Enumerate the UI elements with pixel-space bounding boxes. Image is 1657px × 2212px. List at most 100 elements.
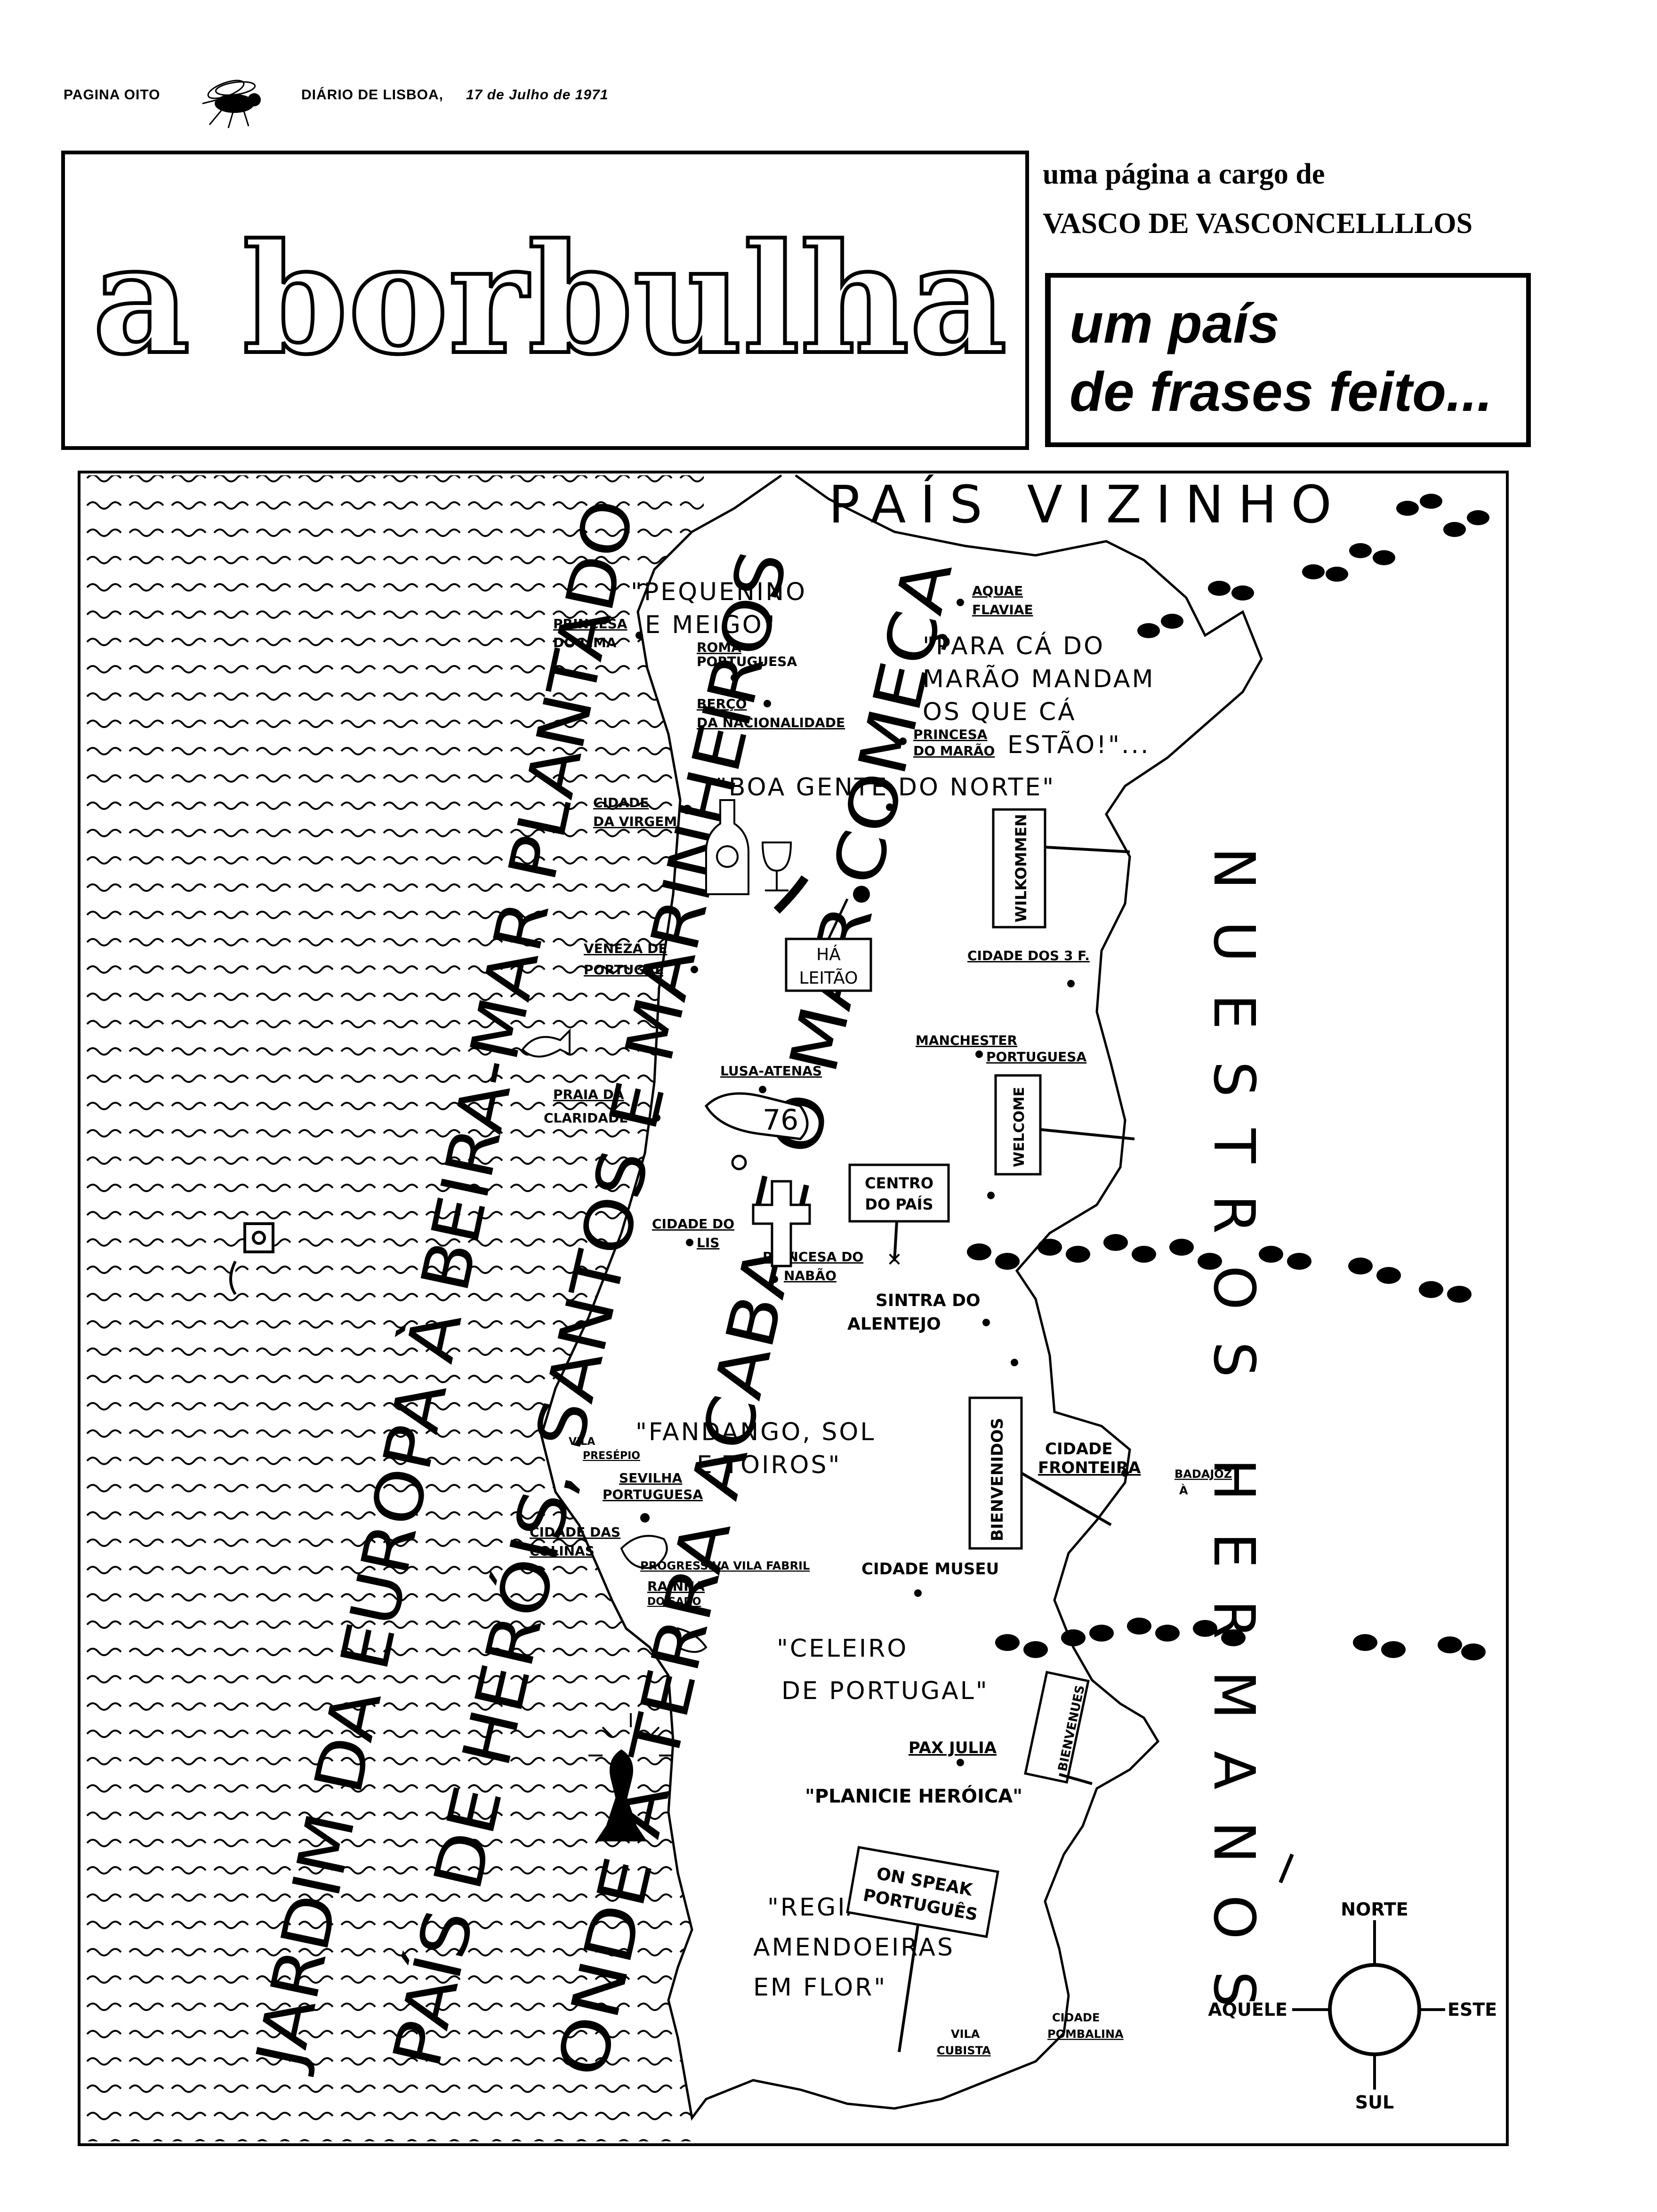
city-sintra-1: SINTRA DO xyxy=(876,1291,981,1310)
city-manchester-2: PORTUGUESA xyxy=(986,1049,1086,1065)
compass-south: SUL xyxy=(1355,2092,1394,2113)
sign-leitao: HÁ LEITÃO xyxy=(773,875,872,992)
city-pax: PAX JULIA xyxy=(909,1739,997,1757)
city-aquae-2: FLAVIAE xyxy=(972,602,1033,617)
compass-west: AQUELE xyxy=(1208,1999,1287,2020)
city-berco-2: DA NACIONALIDADE xyxy=(697,715,845,730)
city-virgem-1: CIDADE xyxy=(593,795,649,810)
svg-text:DO PAÍS: DO PAÍS xyxy=(865,1195,933,1213)
footprints-south xyxy=(995,1618,1486,1660)
city-lis-2: LIS xyxy=(697,1235,719,1250)
city-praia-2: CLARIDADE xyxy=(544,1110,628,1126)
city-pombalina-1: CIDADE xyxy=(1052,2011,1100,2024)
city-sevilha-2: PORTUGUESA xyxy=(603,1487,703,1502)
city-lis-1: CIDADE DO xyxy=(652,1216,734,1232)
masthead-box: a borbulha xyxy=(61,151,1029,450)
city-sado-1: RAINHA xyxy=(647,1579,705,1594)
quote-fandango-2: E TOIROS" xyxy=(697,1451,841,1479)
svg-text:WILKOMMEN: WILKOMMEN xyxy=(1012,814,1030,922)
svg-text:CENTRO: CENTRO xyxy=(865,1174,933,1192)
neighbor-north-label: PAÍS VIZINHO xyxy=(828,474,1346,535)
scroll-icon: 76 xyxy=(704,1092,809,1170)
sado-estuary xyxy=(677,1627,708,1653)
svg-text:BIENVENIDOS: BIENVENIDOS xyxy=(988,1418,1007,1541)
city-berco-1: BERÇO xyxy=(697,696,747,712)
city-sado-2: DO SADO xyxy=(647,1596,701,1608)
lamp-icon xyxy=(588,1713,673,1842)
city-badajoz-2: À xyxy=(1179,1483,1188,1497)
city-fabril: PROGRESSIVA VILA FABRIL xyxy=(640,1559,810,1572)
svg-text:a borbulha: a borbulha xyxy=(93,211,1007,388)
city-lusa: LUSA-ATENAS xyxy=(720,1063,822,1079)
quote-marao-4: ESTÃO!"... xyxy=(1007,730,1150,759)
city-nabao-2: NABÃO xyxy=(784,1267,837,1283)
neighbor-east-label: NUESTROS HERMANOS xyxy=(1201,847,1266,2024)
compass-east: ESTE xyxy=(1448,1999,1497,2020)
byline-author: VASCO DE VASCONCELLLLOS xyxy=(1043,208,1473,240)
quote-marao-3: OS QUE CÁ xyxy=(923,697,1077,726)
wine-bottle-icon xyxy=(705,799,749,895)
city-presepio-1: VILA xyxy=(569,1436,595,1448)
svg-text:76: 76 xyxy=(763,1104,798,1137)
wine-glass-icon xyxy=(761,842,792,891)
coastline xyxy=(540,474,1065,2121)
city-tres-f: CIDADE DOS 3 F. xyxy=(967,948,1090,963)
byline-intro: uma página a cargo de xyxy=(1043,158,1325,190)
svg-text:LEITÃO: LEITÃO xyxy=(799,968,858,988)
compass-north: NORTE xyxy=(1341,1899,1408,1920)
quote-planicie: "PLANICIE HERÓICA" xyxy=(805,1785,1022,1807)
footprints-north xyxy=(1137,494,1489,638)
city-colinas-2: COLINAS xyxy=(530,1543,595,1559)
quote-algarve-2: AMENDOEIRAS xyxy=(753,1933,955,1962)
quote-fandango-1: "FANDANGO, SOL xyxy=(635,1418,876,1446)
issue-date: 17 de Julho de 1971 xyxy=(466,87,609,103)
sign-bienvenidos: BIENVENIDOS xyxy=(968,1396,1112,1550)
city-aquae-1: AQUAE xyxy=(972,583,1023,599)
page-number: PAGINA OITO xyxy=(64,87,161,103)
svg-text:✕: ✕ xyxy=(886,1249,902,1271)
slogan-box: um país de frases feito... xyxy=(1045,273,1531,447)
city-princesa-lima-1: PRINCESA xyxy=(553,616,627,632)
city-pombalina-2: POMBALINA xyxy=(1047,2028,1124,2041)
compass-rose: NORTE SUL AQUELE ESTE xyxy=(1208,1899,1497,2113)
city-praia-1: PRAIA DA xyxy=(553,1087,624,1102)
masthead-title: a borbulha xyxy=(91,209,1009,390)
east-border xyxy=(795,474,1263,2034)
map-frame xyxy=(78,471,1509,2146)
quote-celeiro-1: "CELEIRO xyxy=(777,1635,908,1663)
tejo-estuary xyxy=(620,1535,668,1569)
city-museu: CIDADE MUSEU xyxy=(861,1560,999,1579)
sign-wilkommen: WILKOMMEN xyxy=(992,808,1130,929)
quote-minho-1: "PEQUENINO xyxy=(631,578,807,606)
slogan-line-2: de frases feito... xyxy=(1070,361,1493,423)
city-virgem-2: DA VIRGEM xyxy=(593,814,677,829)
city-colinas-1: CIDADE DAS xyxy=(530,1524,620,1540)
slogan-line-1: um país xyxy=(1070,293,1279,355)
quote-marao-2: MARÃO MANDAM xyxy=(923,665,1155,693)
city-sevilha-1: SEVILHA xyxy=(619,1470,683,1486)
city-roma-1: ROMA xyxy=(697,640,741,655)
city-veneza-2: PORTUGAL xyxy=(584,962,663,978)
city-manchester-1: MANCHESTER xyxy=(916,1033,1017,1048)
sign-welcome: WELCOME xyxy=(994,1074,1135,1176)
camera-icon xyxy=(229,1222,274,1295)
city-fronteira-1: CIDADE xyxy=(1045,1440,1113,1459)
quote-norte: "BOA GENTE DO NORTE" xyxy=(716,773,1055,801)
city-marao-2: DO MARÃO xyxy=(913,743,995,759)
sign-onspeak: ON SPEAK PORTUGUÊS xyxy=(846,1846,999,2052)
city-princesa-lima-2: DO LIMA xyxy=(553,635,617,650)
quote-algarve-3: EM FLOR" xyxy=(753,1973,887,2002)
quote-minho-2: E MEIGO" xyxy=(645,611,777,639)
city-cubista-1: VILA xyxy=(951,2028,980,2041)
cross-icon xyxy=(752,1180,811,1267)
city-roma-2: PORTUGUESA xyxy=(697,654,797,669)
svg-text:WELCOME: WELCOME xyxy=(1011,1087,1028,1167)
svg-text:HÁ: HÁ xyxy=(816,945,841,964)
quote-marao-1: "PARA CÁ DO xyxy=(923,632,1105,660)
city-badajoz-1: BADAJOZ xyxy=(1174,1467,1232,1481)
fish-icon xyxy=(521,1028,571,1058)
sign-bienvenues: BIENVENUES xyxy=(1024,1671,1093,1785)
city-veneza-1: VENEZA DE xyxy=(584,941,667,956)
footprints-center xyxy=(967,1234,1472,1303)
